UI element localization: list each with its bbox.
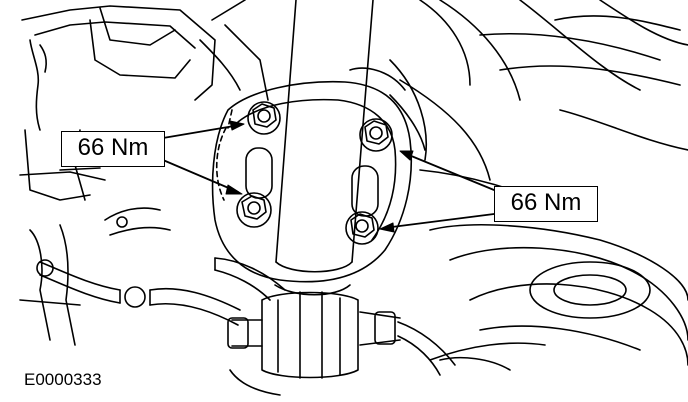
bolt-lower-left — [236, 192, 272, 228]
body-structure — [19, 0, 269, 201]
bolt-upper-left — [247, 101, 281, 135]
strut-tube — [274, 0, 374, 296]
figure-id-label: E0000333 — [24, 370, 102, 389]
stabilizer-link — [39, 257, 511, 396]
bolt-upper-right — [359, 118, 393, 152]
wheel-assembly — [429, 223, 688, 366]
hidden-bolt-outline — [215, 109, 233, 201]
bolt-lower-right — [345, 211, 379, 245]
torque-callout-right: 66 Nm — [494, 186, 598, 222]
knuckle-plate — [211, 67, 426, 283]
chassis-arcs — [389, 0, 688, 211]
leader-lines — [162, 124, 495, 229]
torque-callout-left: 66 Nm — [61, 131, 165, 167]
leader-arrowheads — [225, 120, 414, 233]
